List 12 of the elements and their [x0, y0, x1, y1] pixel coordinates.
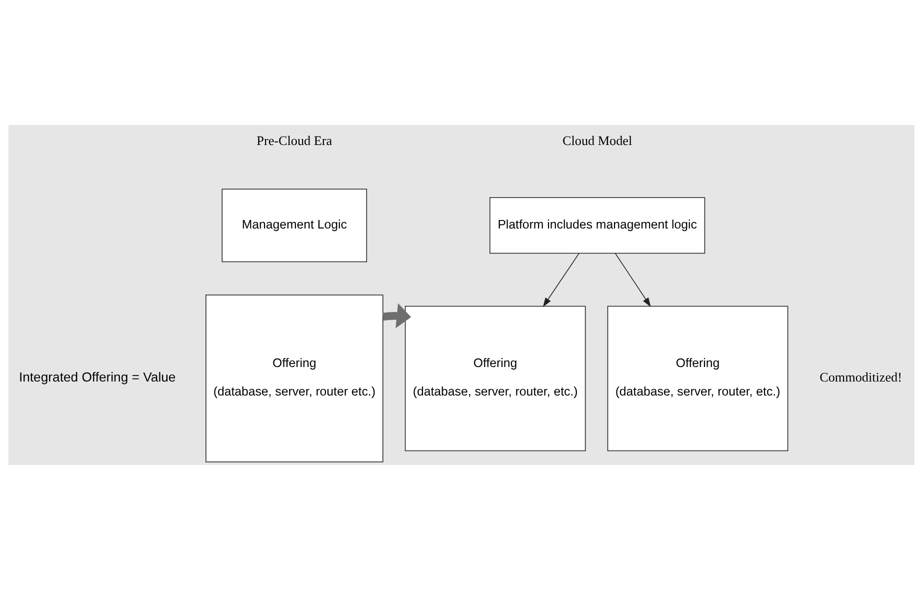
label: Cloud Model: [562, 133, 632, 148]
arrow: [614, 252, 651, 307]
node-box: Offering (database, server, router, etc.): [404, 306, 586, 452]
arrow: [542, 252, 580, 307]
label: Pre-Cloud Era: [256, 133, 332, 148]
node-box: Offering (database, server, router etc.): [206, 294, 384, 462]
arrow: [382, 303, 412, 328]
label: Commoditized!: [820, 370, 902, 385]
node-box: Management Logic: [222, 188, 368, 262]
node-box: Platform includes management logic: [490, 197, 706, 254]
node-box: Offering (database, server, router, etc.): [607, 306, 788, 452]
label: Integrated Offering = Value: [18, 370, 176, 385]
